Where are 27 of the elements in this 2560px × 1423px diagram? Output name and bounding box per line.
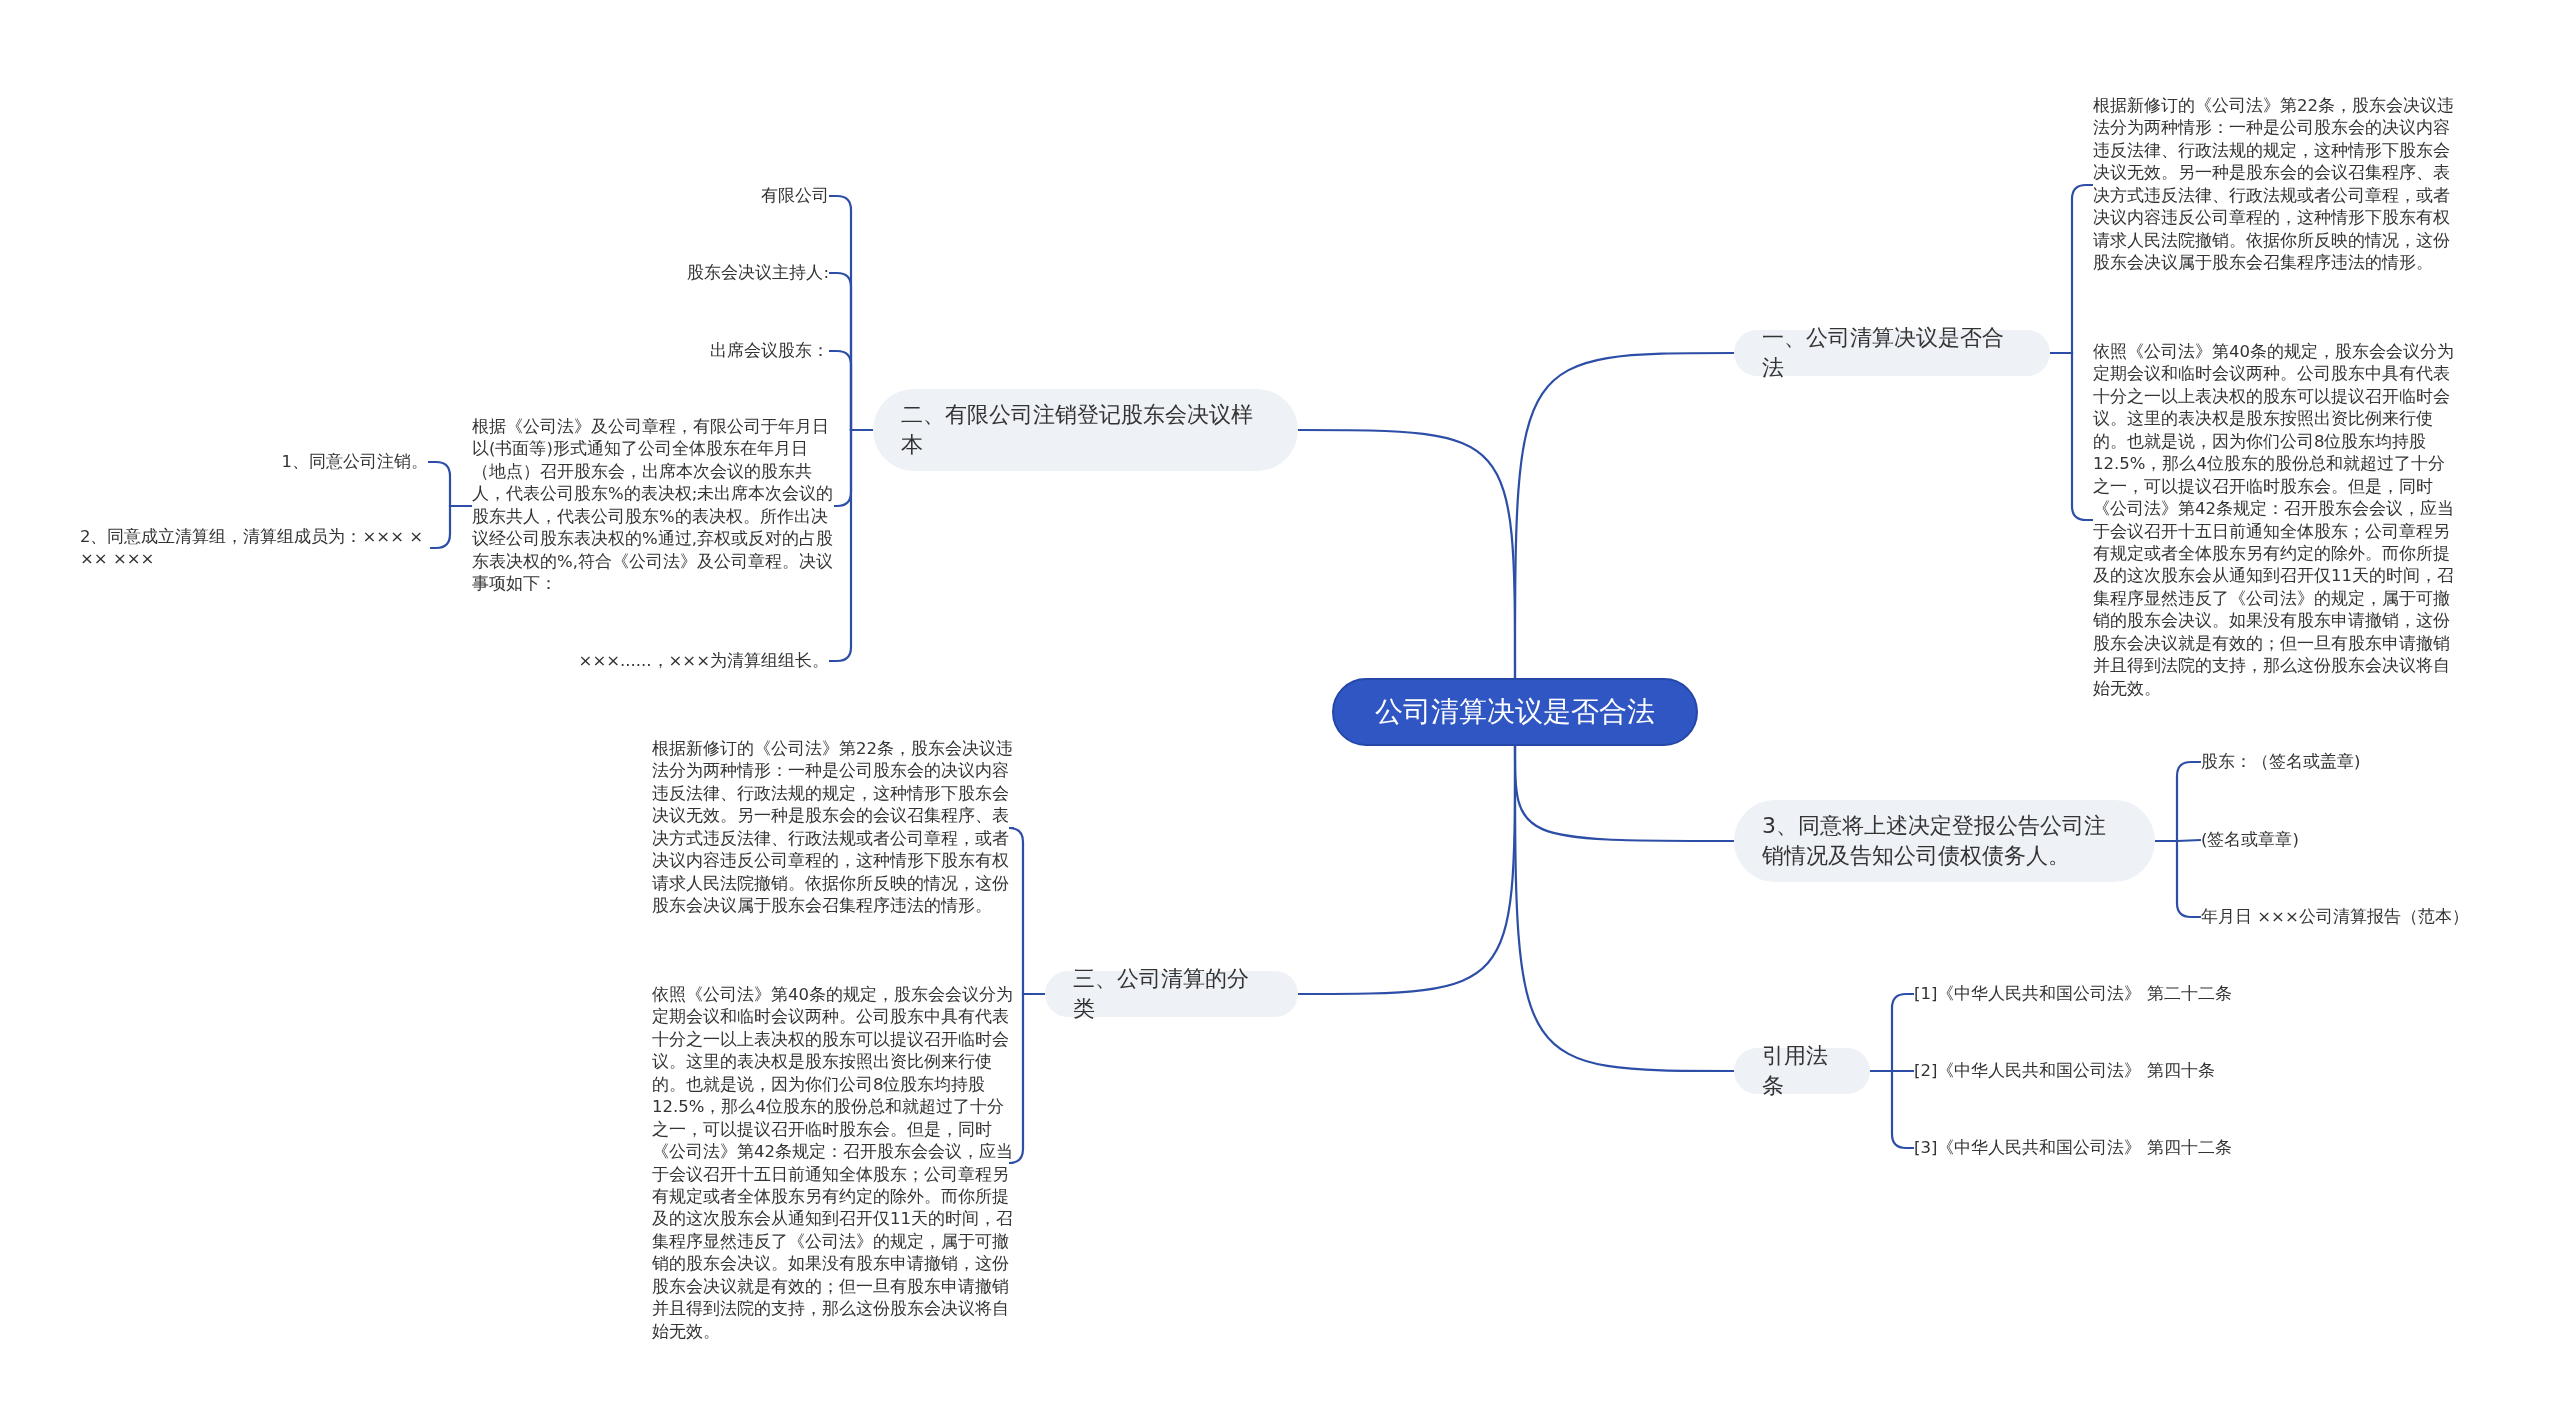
topic-text: (签名或章章) (2201, 828, 2299, 852)
topic-text: 年月日 ×××公司清算报告（范本） (2201, 905, 2469, 929)
topic-text: 1、同意公司注销。 (281, 450, 428, 474)
topic-text: 依照《公司法》第40条的规定，股东会会议分为定期会议和临时会议两种。公司股东中具有代表十分之一以上表决权的股东可以提议召开临时会议。这里的表决权是股东按照出资比例来行使的。也就是说，因为你们公司8位股东均持股12.5%，那么4位股东的股份总和就超过了十分之一，可以提议召开临时股东会。但是，同时《公司法》第42条规定：召开股东会会议，应当于会议召开十五日前通知全体股东；公司章程另有规定或者全体股东另有约定的除外。而你所提及的这次股东会从通知到召开仅11天的时间，召集程序显然违反了《公司法》的规定，属于可撤销的股东会决议。如果没有股东申请撤销，这份股东会决议就是有效的；但一旦有股东申请撤销并且得到法院的支持，那么这份股东会决议将自始无效。 (2093, 340, 2461, 700)
topic-text: ×××......，×××为清算组组长。 (578, 649, 829, 673)
topic-text: 2、同意成立清算组，清算组成员为：××× × ×× ××× (80, 525, 430, 571)
topic-text: 依照《公司法》第40条的规定，股东会会议分为定期会议和临时会议两种。公司股东中具有代表十分之一以上表决权的股东可以提议召开临时会议。这里的表决权是股东按照出资比例来行使的。也就是说，因为你们公司8位股东均持股12.5%，那么4位股东的股份总和就超过了十分之一，可以提议召开临时股东会。但是，同时《公司法》第42条规定：召开股东会会议，应当于会议召开十五日前通知全体股东；公司章程另有规定或者全体股东另有约定的除外。而你所提及的这次股东会从通知到召开仅11天的时间，召集程序显然违反了《公司法》的规定，属于可撤销的股东会决议。如果没有股东申请撤销，这份股东会决议就是有效的；但一旦有股东申请撤销并且得到法院的支持，那么这份股东会决议将自始无效。 (652, 983, 1014, 1343)
topic-text: 根据新修订的《公司法》第22条，股东会决议违法分为两种情形：一种是公司股东会的决议内容违反法律、行政法规的规定，这种情形下股东会决议无效。另一种是股东会的会议召集程序、表决方式违反法律、行政法规或者公司章程，或者决议内容违反公司章程的，这种情形下股东有权请求人民法院撤销。依据你所反映的情况，这份股东会决议属于股东会召集程序违法的情形。 (652, 738, 1014, 918)
topic-text: [1]《中华人民共和国公司法》 第二十二条 (1914, 982, 2232, 1006)
topic-label: 3、同意将上述决定登报公告公司注销情况及告知公司债权债务人。 (1762, 812, 2107, 870)
topic-text: [3]《中华人民共和国公司法》 第四十二条 (1914, 1136, 2232, 1160)
topic-text: 股东会决议主持人: (687, 261, 829, 285)
connector-line (1298, 746, 1517, 996)
topic-label: 三、公司清算的分类 (1073, 965, 1250, 1023)
topic-label: 二、有限公司注销登记股东会决议样本 (901, 401, 1254, 459)
topic-text: [2]《中华人民共和国公司法》 第四十条 (1914, 1059, 2215, 1083)
topic-text: 出席会议股东： (710, 339, 829, 363)
topic-label: 公司清算决议是否合法 (1375, 694, 1655, 730)
topic-text: 根据《公司法》及公司章程，有限公司于年月日以(书面等)形式通知了公司全体股东在年月日（地点）召开股东会，出席本次会议的股东共人，代表公司股东%的表决权;未出席本次会议的股东共人，代表公司股东%的表决权。所作出决议经公司股东表决权的%通过,弃权或反对的占股东表决权的%,符合《公司法》及公司章程。决议事项如下： (472, 416, 834, 596)
topic-text: 股东：（签名或盖章) (2201, 750, 2361, 774)
topic-text: 根据新修订的《公司法》第22条，股东会决议违法分为两种情形：一种是公司股东会的决议内容违反法律、行政法规的规定，这种情形下股东会决议无效。另一种是股东会的会议召集程序、表决方式违反法律、行政法规或者公司章程，或者决议内容违反公司章程的，这种情形下股东有权请求人民法院撤销。依据你所反映的情况，这份股东会决议属于股东会召集程序违法的情形。 (2093, 95, 2461, 275)
topic-label: 引用法条 (1762, 1042, 1829, 1100)
topic-label: 一、公司清算决议是否合法 (1762, 324, 2005, 382)
connector-line (1298, 428, 1517, 678)
connector-line (430, 504, 472, 550)
connector-line (1007, 992, 1045, 1165)
topic-text: 有限公司 (761, 184, 829, 208)
